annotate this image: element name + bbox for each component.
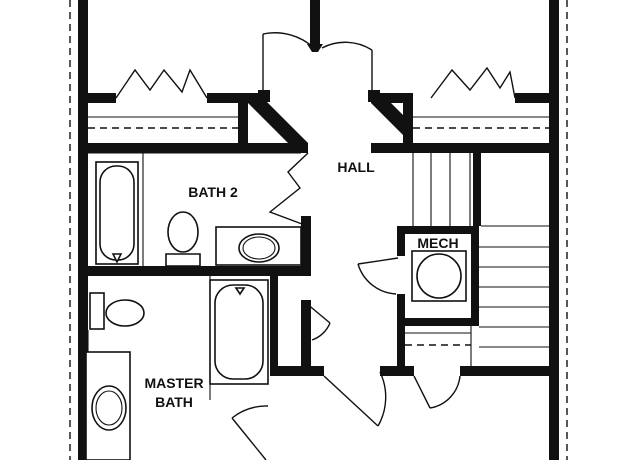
room-label-master-line2: BATH [155,394,193,410]
door-bedroom-right [321,41,373,92]
exterior-wall-right [549,0,568,460]
toilet-bath2 [165,211,201,267]
bathtub-master [209,279,269,385]
door-master-bedroom [323,371,387,427]
closet-under-stairs [405,326,472,366]
hall-top-walls [258,0,380,102]
stairs [412,153,559,376]
wall-lower-right [460,366,475,376]
mech-walls [397,226,479,376]
room-label-bath2: BATH 2 [188,184,238,200]
hall-diagonal-wall-left [248,93,308,153]
water-heater [411,250,467,302]
room-label-hall: HALL [337,159,375,175]
vanity-master [85,351,131,460]
bathtub-bath2 [95,161,139,265]
door-master-bath [231,405,269,460]
closet-right [371,66,559,153]
room-label-master-line1: MASTER [144,375,203,391]
toilet-master [89,292,145,330]
door-bedroom-lower-right [413,375,461,409]
sink-bath2 [215,226,302,266]
door-linen [305,302,331,341]
door-hall-bifold [268,152,309,225]
closet-left [78,68,308,153]
hall-diagonal-wall-right [371,93,413,135]
door-mech [357,257,399,295]
bath2-walls [78,152,311,276]
door-bedroom-left [262,32,315,92]
hall-wall-left-lower [301,300,311,366]
room-label-mech: MECH [417,235,458,251]
exterior-wall-left [69,0,88,460]
